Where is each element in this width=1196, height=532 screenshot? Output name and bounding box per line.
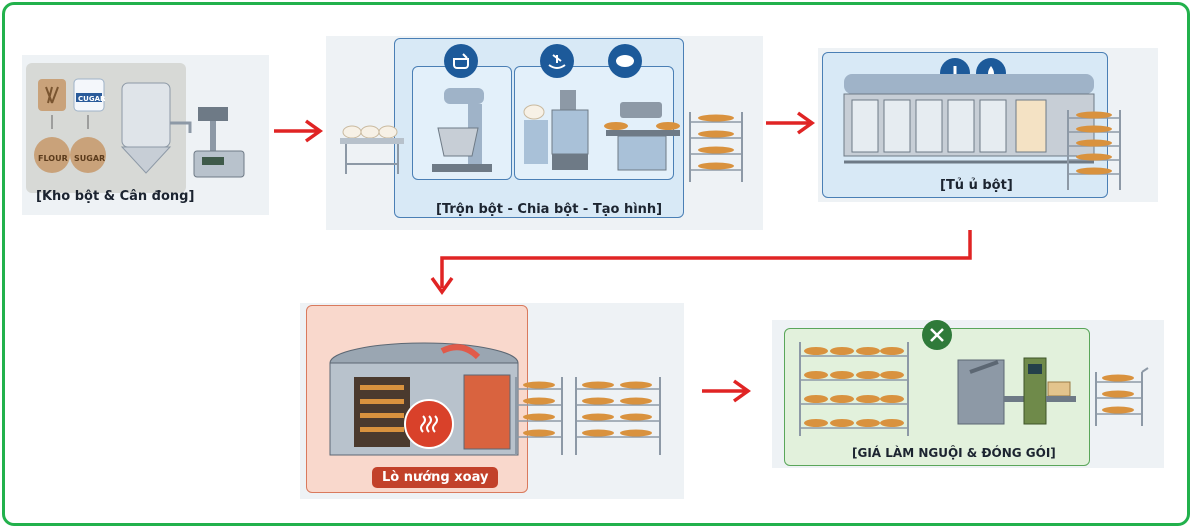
flour-bag-label: FLOUR — [38, 154, 68, 163]
flour-silo-illustration — [120, 82, 192, 174]
cooling-caption: [GIÁ LÀM NGUỘI & ĐÓNG GÓI] — [852, 446, 1056, 460]
flow-arrow-elbow — [430, 230, 972, 296]
flow-arrow — [274, 119, 324, 143]
bread-cart-illustration — [1095, 367, 1149, 426]
storage-caption: [Kho bột & Cân đong] — [36, 189, 195, 204]
moulder-machine-illustration — [604, 102, 680, 171]
mixing-panel: [Trộn bột - Chia bột - Tạo hình] — [326, 36, 763, 230]
oven-caption: Lò nướng xoay — [372, 467, 499, 488]
dough-table-illustration — [340, 125, 404, 174]
sugar-bag-label: SUGAR — [74, 154, 105, 163]
bowl-icon — [444, 44, 478, 78]
storage-panel: CUGAR FLOUR SUGAR [Kho bột & Cân đong] — [22, 55, 269, 215]
cugar-bag-label: CUGAR — [78, 95, 106, 103]
proofing-caption: [Tủ ủ bột] — [940, 178, 1013, 193]
mixing-caption: [Trộn bột - Chia bột - Tạo hình] — [436, 202, 663, 217]
mixer-subbox — [412, 66, 512, 180]
bread-rack-illustration — [575, 377, 661, 455]
slicer-packing-machine-illustration — [957, 357, 1076, 425]
bread-rack-illustration — [689, 112, 743, 182]
weighing-scale-illustration — [193, 107, 245, 178]
diagram-frame — [2, 2, 1190, 526]
cooling-rack-illustration — [799, 342, 909, 436]
mixer-machine-illustration — [432, 88, 492, 172]
tools-icon — [922, 320, 952, 350]
oven-panel: Lò nướng xoay — [300, 303, 684, 499]
flour-bags-illustration: CUGAR FLOUR SUGAR — [34, 78, 106, 173]
scale-icon — [540, 44, 574, 78]
cooling-panel: [GIÁ LÀM NGUỘI & ĐÓNG GÓI] — [772, 320, 1164, 468]
bread-rack-illustration — [515, 377, 563, 455]
bread-icon — [608, 44, 642, 78]
heat-icon — [404, 399, 454, 449]
flow-arrow — [702, 379, 752, 403]
proofing-cabinet-illustration — [843, 74, 1095, 164]
flow-arrow — [766, 111, 816, 135]
proofing-panel: [Tủ ủ bột] — [818, 48, 1158, 202]
bread-rack-illustration — [1067, 110, 1121, 190]
divider-machine-illustration — [523, 90, 589, 170]
